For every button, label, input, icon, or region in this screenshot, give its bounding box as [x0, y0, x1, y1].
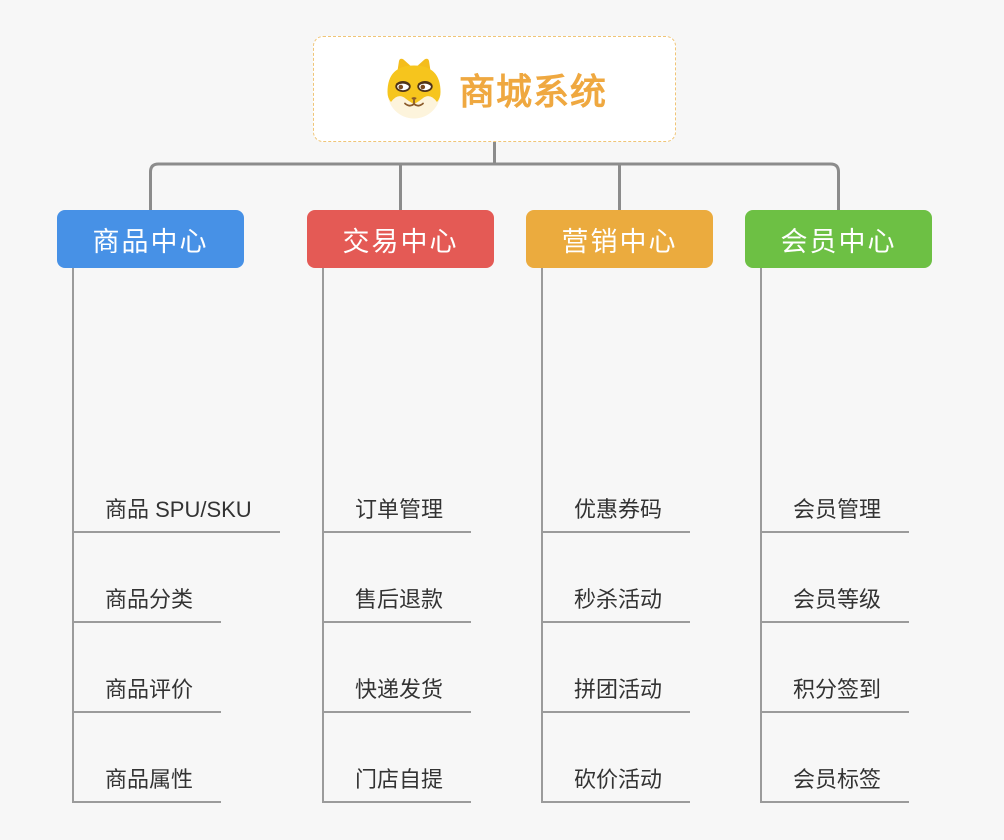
leaf-label: 积分签到: [793, 677, 882, 702]
dog-face-icon: [387, 58, 441, 119]
branch-node-member[interactable]: 会员中心: [745, 210, 932, 268]
leaf-node[interactable]: 秒杀活动: [541, 577, 691, 623]
root-node[interactable]: 商城系统: [313, 36, 676, 142]
leaf-node[interactable]: 优惠券码: [541, 487, 691, 533]
leaf-label: 售后退款: [355, 587, 444, 612]
leaf-label: 会员管理: [793, 497, 882, 522]
leaf-node[interactable]: 会员标签: [760, 757, 910, 803]
leaf-node[interactable]: 会员等级: [760, 577, 910, 623]
leaf-node[interactable]: 商品评价: [72, 667, 222, 713]
leaf-node[interactable]: 售后退款: [322, 577, 472, 623]
leaf-label: 门店自提: [355, 767, 444, 792]
leaf-node[interactable]: 拼团活动: [541, 667, 691, 713]
leaf-label: 订单管理: [355, 497, 444, 522]
leaf-node[interactable]: 订单管理: [322, 487, 472, 533]
leaf-label: 快递发货: [355, 677, 444, 702]
leaf-label: 会员标签: [793, 767, 882, 792]
leaf-node[interactable]: 积分签到: [760, 667, 910, 713]
root-title: 商城系统: [458, 71, 607, 112]
leaf-node[interactable]: 商品分类: [72, 577, 222, 623]
leaf-node[interactable]: 快递发货: [322, 667, 472, 713]
leaf-label: 商品属性: [105, 767, 194, 792]
branch-column-trade: 交易中心 订单管理 售后退款 快递发货 门店自提 购物车 销售分佣: [307, 210, 557, 810]
leaf-label: 商品评价: [105, 677, 194, 702]
branch-column-marketing: 营销中心 优惠券码 秒杀活动 拼团活动 砍价活动 限时折扣 满减送: [526, 210, 776, 810]
branch-node-marketing[interactable]: 营销中心: [526, 210, 713, 268]
leaf-label: 会员等级: [793, 587, 882, 612]
branch-column-product: 商品中心 商品 SPU/SKU 商品分类 商品评价 商品属性 商品推荐 商品品牌: [57, 210, 307, 810]
leaf-label: 砍价活动: [574, 767, 663, 792]
branch-node-trade[interactable]: 交易中心: [307, 210, 494, 268]
leaf-node[interactable]: 商品 SPU/SKU: [72, 487, 280, 533]
leaf-node[interactable]: 商品属性: [72, 757, 222, 803]
leaf-label: 商品分类: [105, 587, 194, 612]
branch-trunk-line: [760, 268, 762, 803]
branch-trunk-line: [72, 268, 74, 803]
leaf-label: 拼团活动: [574, 677, 663, 702]
branch-trunk-line: [541, 268, 543, 803]
leaf-label: 优惠券码: [574, 497, 663, 522]
leaf-node[interactable]: 砍价活动: [541, 757, 691, 803]
leaf-label: 商品 SPU/SKU: [105, 497, 252, 522]
branch-column-member: 会员中心 会员管理 会员等级 积分签到 会员标签 会员分组 收货地址: [745, 210, 995, 810]
leaf-node[interactable]: 会员管理: [760, 487, 910, 533]
branch-trunk-line: [322, 268, 324, 803]
leaf-label: 秒杀活动: [574, 587, 663, 612]
leaf-node[interactable]: 门店自提: [322, 757, 472, 803]
branch-node-product[interactable]: 商品中心: [57, 210, 244, 268]
